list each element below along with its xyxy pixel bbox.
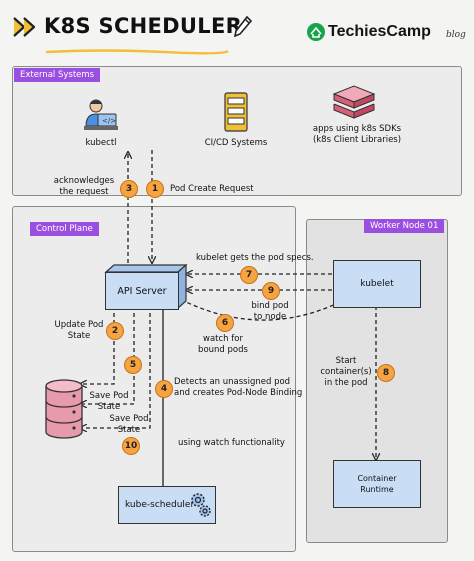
step-4-label: Detects an unassigned pod and creates Po… xyxy=(174,377,303,398)
external-systems-title: External Systems xyxy=(14,68,101,82)
step-3-badge: 3 xyxy=(120,180,138,198)
step-5-label: Save Pod State xyxy=(89,391,129,412)
control-plane-title: Control Plane xyxy=(30,222,99,236)
container-runtime-box[interactable]: Container Runtime xyxy=(333,460,421,508)
header-logo-icon xyxy=(12,16,38,42)
step-2-badge: 2 xyxy=(106,322,124,340)
server-stack-icon xyxy=(330,84,378,124)
kubectl-label: kubectl xyxy=(85,138,117,148)
kubelet-box[interactable]: kubelet xyxy=(333,260,421,308)
api-server-3d-edge xyxy=(104,263,188,314)
step-8-badge: 8 xyxy=(377,364,395,382)
step-9-badge: 9 xyxy=(262,282,280,300)
svg-text:</>: </> xyxy=(102,117,116,125)
title-underline xyxy=(44,40,230,59)
database-icon xyxy=(44,378,84,444)
step-7-label: kubelet gets the pod specs. xyxy=(196,253,314,263)
brand-tag: blog xyxy=(446,30,466,40)
step-6-badge: 6 xyxy=(216,314,234,332)
watch-note: using watch functionality xyxy=(178,438,285,448)
sdk-apps-label: apps using k8s SDKs (k8s Client Librarie… xyxy=(312,124,402,145)
gears-icon xyxy=(188,490,214,524)
step-5-badge: 5 xyxy=(124,356,142,374)
step-10-label: Save Pod State xyxy=(109,414,149,435)
brand-name: TechiesCamp xyxy=(328,23,431,40)
step-4-badge: 4 xyxy=(155,380,173,398)
step-3-label: acknowledges the request xyxy=(53,176,115,197)
page-title: K8S SCHEDULER xyxy=(44,14,243,38)
step-8-label: Start container(s) in the pod xyxy=(320,356,372,388)
brand-logo-icon xyxy=(306,22,326,46)
developer-laptop-icon: </> xyxy=(82,96,118,138)
step-7-badge: 7 xyxy=(240,266,258,284)
step-9-label: bind pod to node xyxy=(251,301,289,322)
step-1-badge: 1 xyxy=(146,180,164,198)
step-1-label: Pod Create Request xyxy=(170,184,254,194)
pencil-icon xyxy=(232,14,254,44)
cicd-label: CI/CD Systems xyxy=(204,138,268,148)
step-2-label: Update Pod State xyxy=(54,320,104,341)
worker-node-title: Worker Node 01 xyxy=(364,219,445,233)
kube-scheduler-label: kube-scheduler xyxy=(125,500,195,510)
step-6-label: watch for bound pods xyxy=(198,334,248,355)
api-server-box[interactable]: API Server xyxy=(105,272,179,310)
cicd-server-icon xyxy=(224,92,248,136)
step-10-badge: 10 xyxy=(122,437,140,455)
